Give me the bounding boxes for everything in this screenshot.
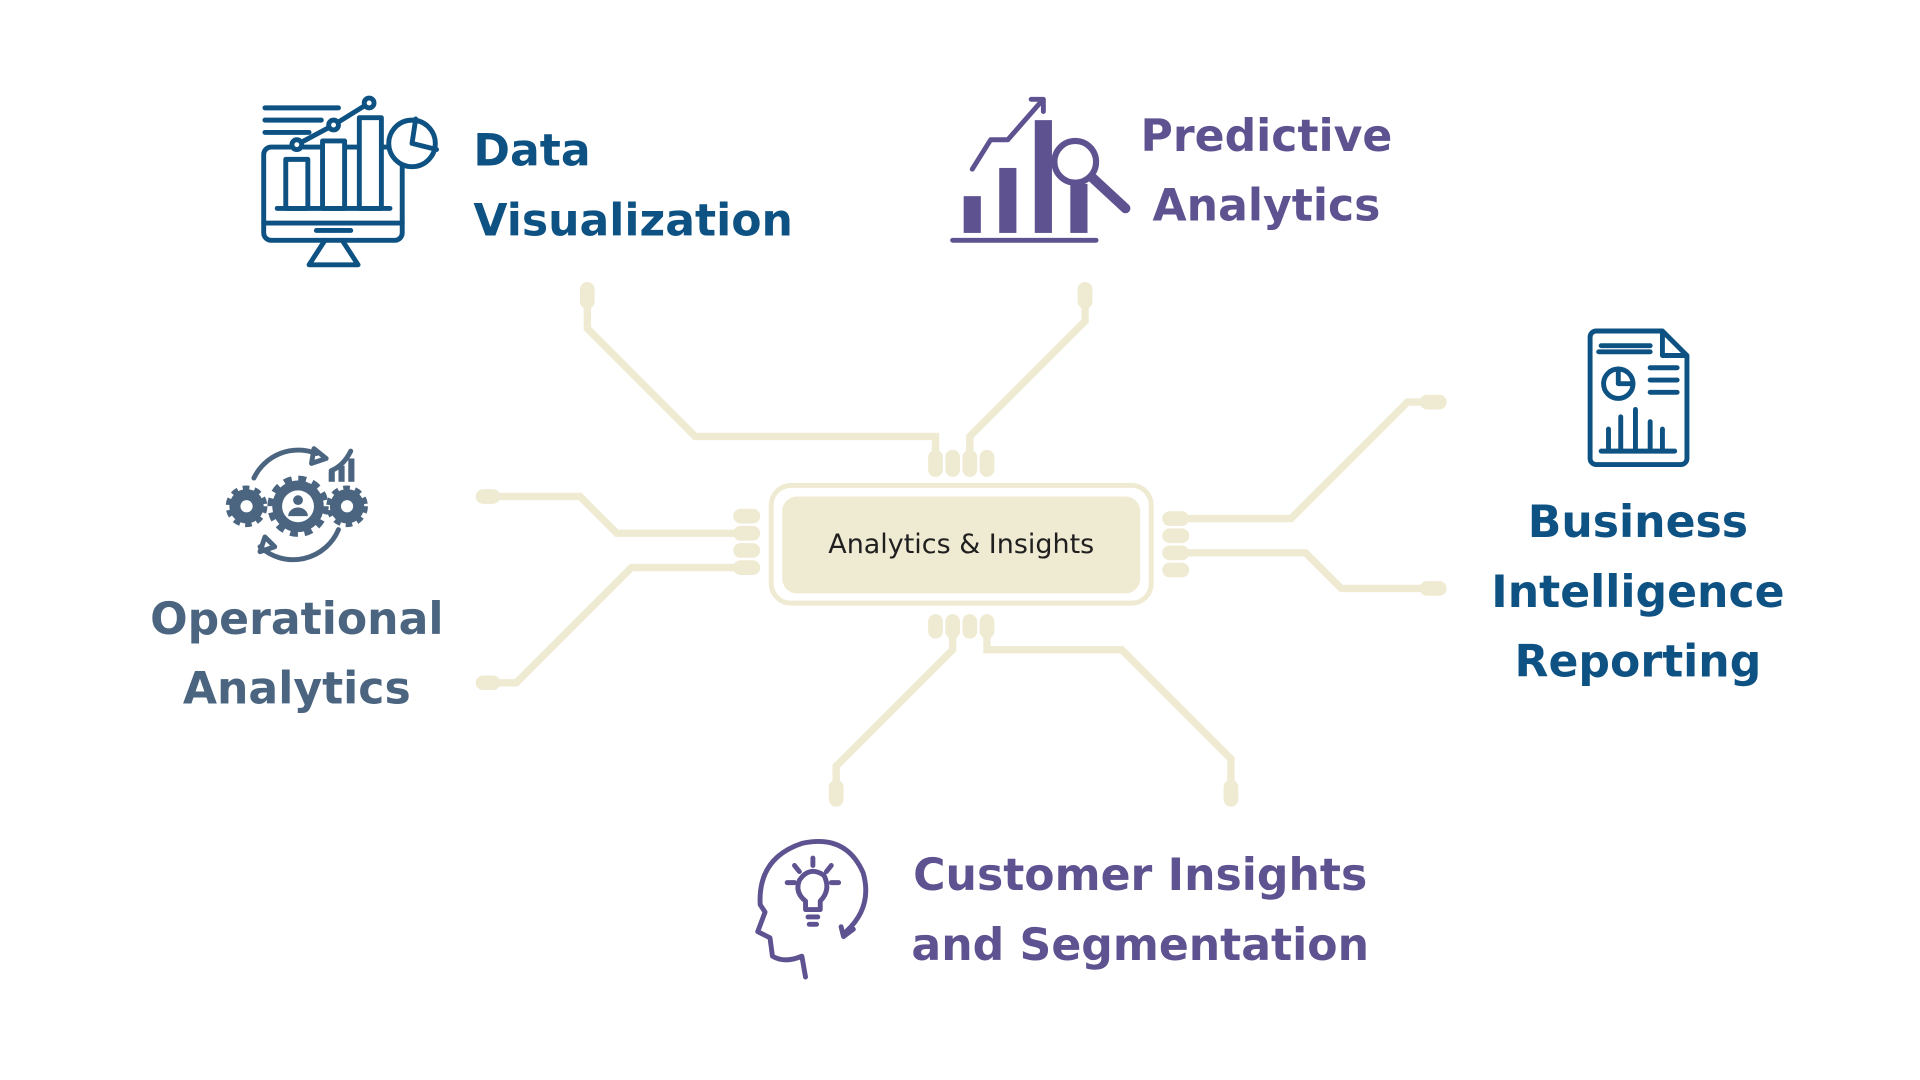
svg-text:Intelligence: Intelligence <box>1491 567 1784 618</box>
pad <box>475 281 1447 807</box>
svg-text:Reporting: Reporting <box>1515 637 1762 688</box>
svg-text:and Segmentation: and Segmentation <box>911 920 1369 971</box>
label-line: Data <box>473 125 590 176</box>
trace-predictive-analytics <box>966 304 1089 457</box>
svg-text:Analytics: Analytics <box>1153 181 1381 232</box>
label-line: Intelligence <box>1491 567 1784 618</box>
trace-customer-right <box>983 632 1235 788</box>
circuit-traces <box>475 281 1447 807</box>
node-customer-insights: Customer Insights and Segmentation <box>755 838 1369 980</box>
svg-text:Analytics: Analytics <box>183 664 411 715</box>
head-lightbulb-icon <box>755 838 869 980</box>
monitor-chart-icon <box>261 95 440 268</box>
svg-text:Data: Data <box>473 125 590 176</box>
report-document-icon <box>1587 328 1690 468</box>
label-line: Analytics <box>183 664 411 715</box>
label-line: Analytics <box>1153 181 1381 232</box>
label-line: Visualization <box>473 195 793 246</box>
gears-person-icon <box>225 446 368 563</box>
svg-text:Visualization: Visualization <box>473 195 793 246</box>
label-line: Predictive <box>1141 111 1393 162</box>
svg-text:Business: Business <box>1528 497 1748 548</box>
label-line: Business <box>1528 497 1748 548</box>
node-business-intelligence: Business Intelligence Reporting <box>1491 328 1785 688</box>
node-predictive-analytics: Predictive Analytics <box>950 96 1393 243</box>
trace-bi-lower <box>1184 549 1428 593</box>
label-line: Customer Insights <box>913 850 1367 901</box>
trace-customer-left <box>832 632 957 788</box>
node-operational-analytics: Operational Analytics <box>150 446 444 715</box>
label-line: and Segmentation <box>911 920 1369 971</box>
center-chip: Analytics & Insights <box>768 482 1154 606</box>
label-line: Operational <box>150 594 443 645</box>
trace-data-visualization <box>583 304 940 457</box>
node-data-visualization: Data Visualization <box>261 95 793 268</box>
trace-operational-lower <box>495 563 739 687</box>
label-line: Reporting <box>1515 637 1762 688</box>
svg-text:Customer Insights: Customer Insights <box>913 850 1367 901</box>
center-label: Analytics & Insights <box>828 529 1094 560</box>
chip-pins <box>733 449 1190 639</box>
trace-operational-upper <box>495 492 739 537</box>
trace-bi-upper <box>1184 398 1428 523</box>
svg-text:Operational: Operational <box>150 594 443 645</box>
bar-chart-magnifier-icon <box>950 96 1131 243</box>
svg-text:Predictive: Predictive <box>1141 111 1393 162</box>
